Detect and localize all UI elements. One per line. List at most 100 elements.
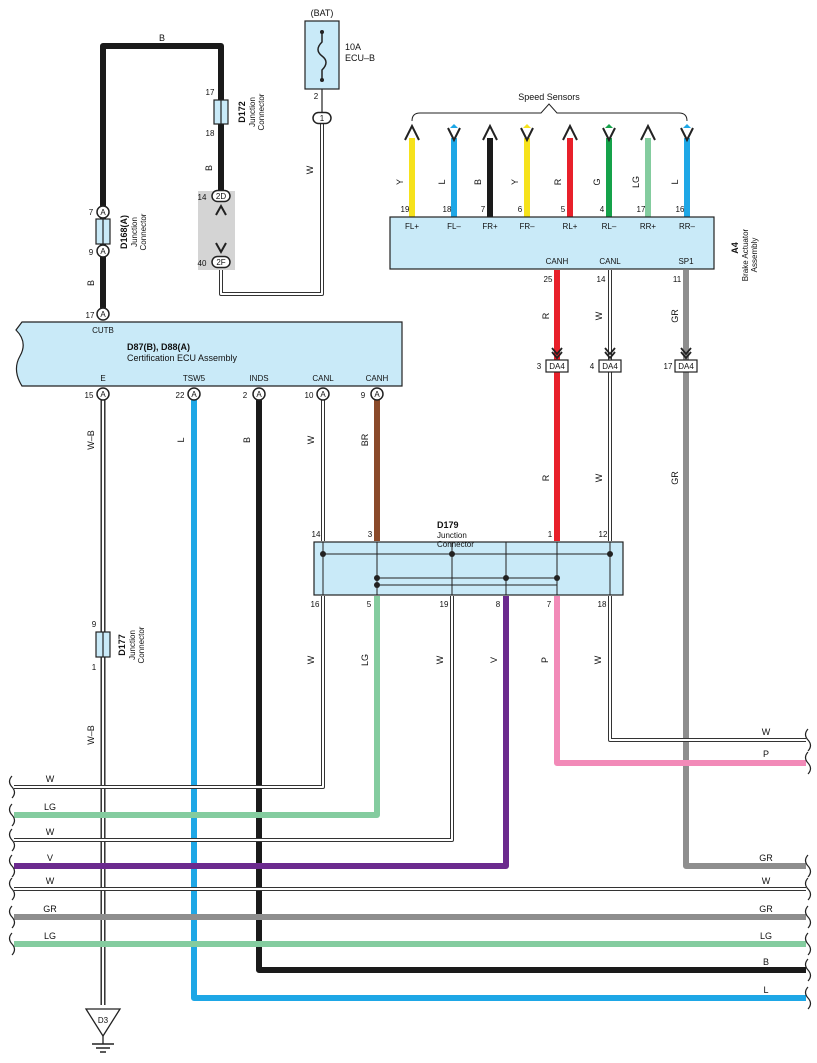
break-mark xyxy=(804,958,812,982)
pin-label: FR– xyxy=(519,222,535,231)
wire-gr-sp1 xyxy=(683,270,806,869)
arrow-down-icon xyxy=(215,242,227,255)
pin-number: 40 xyxy=(198,259,207,268)
arrow-out-icon xyxy=(562,123,578,141)
pin-number: 18 xyxy=(206,129,215,138)
pin-number: 4 xyxy=(590,362,595,371)
wire-code: B xyxy=(242,437,252,443)
wire-code: W xyxy=(593,655,603,664)
components-layer xyxy=(8,20,812,1053)
wire-code: B xyxy=(204,165,214,171)
wire-p-7 xyxy=(554,596,806,766)
splice-dot xyxy=(320,551,326,557)
arrow-in-icon xyxy=(447,127,461,143)
bus-label: GR xyxy=(759,904,773,914)
pin-number: 1 xyxy=(548,530,553,539)
wire-w-18 xyxy=(608,596,806,742)
terminal-letter: A xyxy=(191,390,197,399)
wire-code: B xyxy=(473,179,483,185)
terminal-circle xyxy=(96,307,110,321)
wire-code: GR xyxy=(670,309,680,323)
arrow-cap xyxy=(605,124,613,128)
bus-label: LG xyxy=(44,802,56,812)
bus-label: W xyxy=(46,876,55,886)
wire-code: W xyxy=(435,655,445,664)
component-id: D172 xyxy=(237,101,247,123)
arrow-in-icon xyxy=(602,127,616,143)
component-name: Junction xyxy=(130,217,139,247)
pin-number: 3 xyxy=(368,530,373,539)
bus-label: LG xyxy=(760,931,772,941)
ecu-subtitle: Certification ECU Assembly xyxy=(127,353,238,363)
bus-label: W xyxy=(46,827,55,837)
pin-number: 10 xyxy=(305,391,314,400)
da4-label: DA4 xyxy=(602,362,618,371)
wire-code: R xyxy=(541,312,551,319)
splice-dot xyxy=(374,575,380,581)
wires-layer xyxy=(14,43,806,1005)
bus-label: W xyxy=(762,876,771,886)
pin-label: E xyxy=(100,374,105,383)
fuse-name: ECU–B xyxy=(345,53,375,63)
pin-label: RL+ xyxy=(563,222,578,231)
wire-b-inds xyxy=(256,395,806,973)
wire-code: Y xyxy=(510,179,520,185)
pin-label: TSW5 xyxy=(183,374,206,383)
terminal-letter: A xyxy=(100,208,106,217)
fuse-end xyxy=(320,78,324,82)
splice-dot xyxy=(554,575,560,581)
wire-code: W xyxy=(305,165,315,174)
break-mark xyxy=(804,854,812,878)
wire-v-8 xyxy=(14,596,509,869)
wire-code: Y xyxy=(395,179,405,185)
component-name: Connector xyxy=(137,626,146,663)
pin-number: 19 xyxy=(401,205,410,214)
speed-sensors-label: Speed Sensors xyxy=(518,92,580,102)
arrow-cap xyxy=(523,124,531,128)
wire-code: BR xyxy=(360,433,370,446)
wire-code: W xyxy=(594,473,604,482)
wire-w-bat-core xyxy=(220,122,323,295)
wire-code: P xyxy=(540,657,550,663)
component-id: A4 xyxy=(730,242,740,254)
component-name: Connector xyxy=(139,213,148,250)
terminal-oval xyxy=(211,255,231,269)
break-mark xyxy=(8,905,16,929)
arrow-out-icon xyxy=(482,123,498,141)
pin-number: 9 xyxy=(89,248,94,257)
break-mark xyxy=(8,775,16,799)
break-mark xyxy=(804,751,812,775)
pin-number: 8 xyxy=(496,600,501,609)
pin-number: 5 xyxy=(367,600,372,609)
connector-arrow-icon xyxy=(551,347,563,360)
pin-number: 14 xyxy=(198,193,207,202)
terminal-circle xyxy=(96,244,110,258)
ground-triangle xyxy=(84,1008,122,1038)
terminal-oval xyxy=(312,111,332,125)
break-mark xyxy=(8,854,16,878)
terminal-letter: A xyxy=(100,247,106,256)
d179-box xyxy=(313,541,624,596)
component-name: Junction xyxy=(437,531,467,540)
pin-number: 17 xyxy=(637,205,646,214)
pin-number: 17 xyxy=(86,311,95,320)
wire-l-tsw5 xyxy=(191,395,806,1001)
pin-number: 16 xyxy=(311,600,320,609)
break-mark xyxy=(8,932,16,956)
pin-number: 11 xyxy=(673,275,682,284)
bat-label: (BAT) xyxy=(311,8,334,18)
pin-label: FL+ xyxy=(405,222,419,231)
component-name: Connector xyxy=(437,540,474,549)
wire-w-19 xyxy=(14,596,454,842)
splice-dot xyxy=(374,582,380,588)
pin-label: RR– xyxy=(679,222,696,231)
wire-code: B xyxy=(159,33,165,43)
fuse-rating: 10A xyxy=(345,42,361,52)
break-mark xyxy=(8,828,16,852)
arrow-up-icon xyxy=(215,203,227,216)
component-name: Brake Actuator xyxy=(741,228,750,281)
wire-code: R xyxy=(541,474,551,481)
pin-label: RR+ xyxy=(640,222,657,231)
